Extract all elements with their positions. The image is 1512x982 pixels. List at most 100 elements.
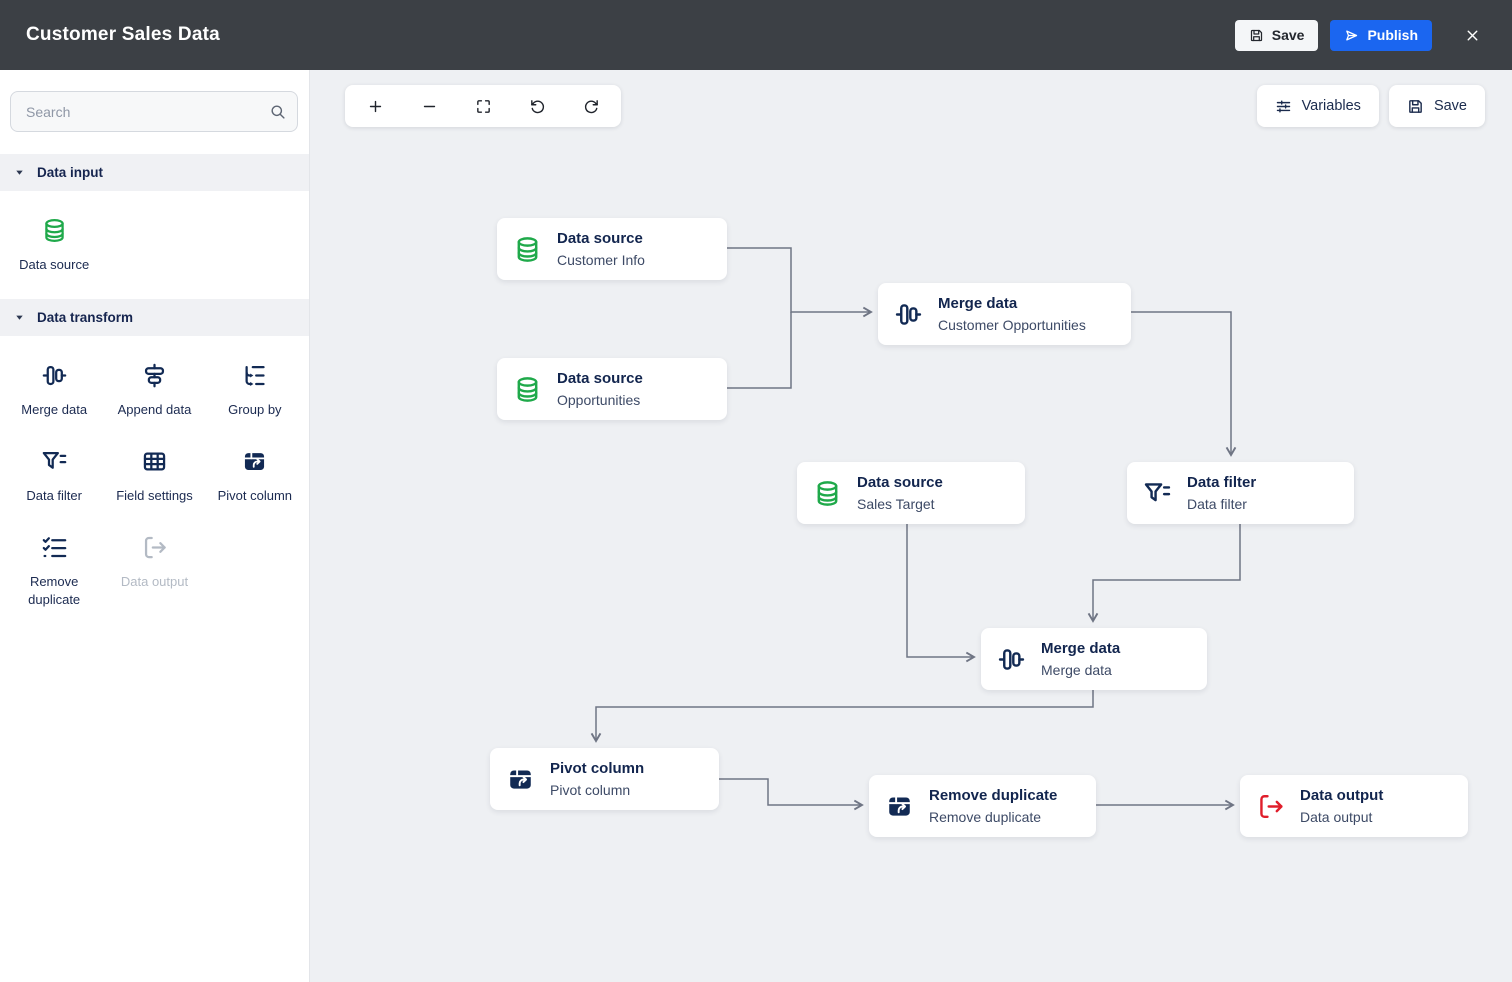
plus-icon [367,98,384,115]
sidebar-item-label: Data filter [26,487,82,503]
sidebar-item-label: Merge data [21,401,88,417]
search-container [10,91,298,132]
sidebar-item-label: Append data [117,401,192,417]
node-subtitle: Merge data [1041,661,1112,678]
sidebar-item-label: Pivot column [217,487,293,503]
node-title: Data source [857,474,943,491]
undo-button[interactable] [527,96,547,116]
data-output-icon [141,534,168,561]
sidebar-item-data-source[interactable]: Data source [4,199,104,285]
save-button[interactable]: Save [1234,19,1319,51]
sidebar-item-label: Data source [19,257,90,272]
sidebar-item-label: Field settings [116,487,193,503]
app-header: Customer Sales Data Save Publish [0,0,1512,70]
sidebar-item-group-by[interactable]: Group by [205,344,305,430]
merge-icon [997,645,1026,674]
sidebar-item-data-filter[interactable]: Data filter [4,430,104,516]
search-icon [269,103,286,120]
node-subtitle: Customer Info [557,251,645,268]
fit-icon [475,98,492,115]
sidebar-item-remove-duplicate[interactable]: Remove duplicate [4,516,104,621]
variables-button[interactable]: Variables [1256,85,1379,127]
sidebar-section-items: Data source [0,191,309,299]
pivot-icon [885,792,914,821]
node-title: Pivot column [550,760,645,777]
canvas-actions: Variables Save [1256,85,1485,127]
sidebar-item-label: Group by [228,401,282,417]
database-icon [513,235,542,264]
sidebar-section-header-data-transform[interactable]: Data transform [0,298,309,336]
node-title: Remove duplicate [929,787,1058,804]
sidebar-item-append-data[interactable]: Append data [104,344,204,430]
sidebar-item-label: Remove duplicate [28,573,81,608]
fit-view-button[interactable] [473,96,493,116]
zoom-in-button[interactable] [365,96,385,116]
sidebar-section-label: Data transform [37,309,134,325]
redo-button[interactable] [581,96,601,116]
sidebar-item-data-output: Data output [104,516,204,621]
edge-data-source-sales-target-to-merge-data [906,522,976,663]
sidebar-item-label: Data output [120,573,189,589]
header-actions: Save Publish [1234,19,1486,51]
database-icon [813,479,842,508]
node-title: Merge data [938,295,1018,312]
group-by-icon [241,362,268,389]
filter-icon [1143,479,1172,508]
edge-layer [590,247,1241,811]
sidebar-item-merge-data[interactable]: Merge data [4,344,104,430]
publish-button[interactable]: Publish [1330,19,1432,51]
node-subtitle: Opportunities [557,391,641,408]
canvas-save-button[interactable]: Save [1388,85,1485,127]
edge-data-source-opportunities-to-merge-customer-opportunities [727,312,792,389]
close-icon [1464,27,1481,44]
append-icon [141,362,168,389]
sidebar-section-header-data-input[interactable]: Data input [0,154,309,191]
node-title: Data output [1300,787,1384,804]
floppy-save-icon [1249,28,1264,43]
node-subtitle: Customer Opportunities [938,316,1086,333]
database-icon [41,217,68,244]
node-title: Data filter [1187,474,1257,491]
page-title: Customer Sales Data [26,24,220,45]
chevron-down-icon [14,167,25,178]
edge-merge-customer-opportunities-to-data-filter [1131,311,1237,457]
sliders-icon [1275,98,1292,115]
sidebar-item-pivot-column[interactable]: Pivot column [205,430,305,516]
node-subtitle: Data filter [1187,495,1247,512]
save-button-label: Save [1271,27,1305,43]
search-input[interactable] [10,91,298,132]
zoom-out-button[interactable] [419,96,439,116]
sidebar-section-label: Data input [37,165,103,180]
database-icon [513,375,542,404]
merge-icon [894,300,923,329]
sidebar-item-field-settings[interactable]: Field settings [104,430,204,516]
edge-pivot-column-to-remove-duplicate [719,778,864,811]
close-button[interactable] [1458,21,1486,49]
redo-icon [583,98,600,115]
edge-merge-data-to-pivot-column [590,687,1094,743]
data-output-icon [1256,792,1285,821]
variables-button-label: Variables [1301,98,1361,114]
edge-data-filter-to-merge-data [1087,522,1241,623]
pivot-icon [241,448,268,475]
sidebar-section-items: Merge data Append data Group by Data filter… [0,336,309,634]
